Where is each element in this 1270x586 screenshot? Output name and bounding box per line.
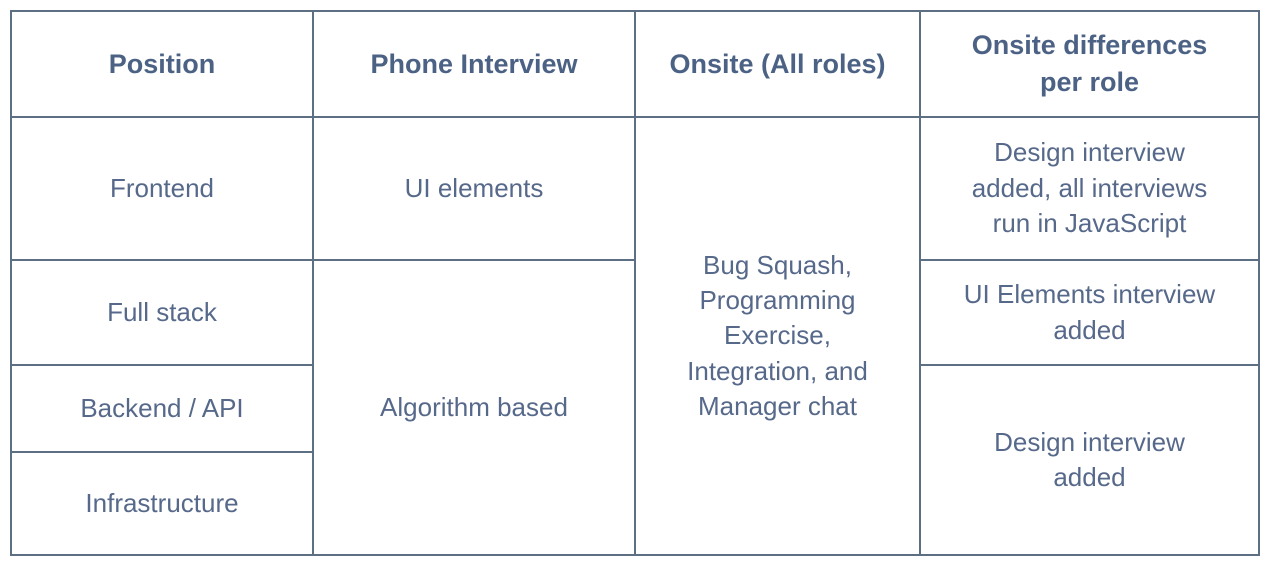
row-backend-api: Backend / API Design interview added (10, 364, 1260, 556)
interview-comparison-table: Position Phone Interview Onsite (All rol… (10, 10, 1260, 556)
cell-phone-ui-elements: UI elements (312, 116, 636, 261)
header-onsite-differences-per-role: Onsite differences per role (919, 10, 1260, 118)
row-frontend: Frontend UI elements Bug Squash, Program… (10, 116, 1260, 556)
header-row: Position Phone Interview Onsite (All rol… (10, 10, 1260, 118)
cell-position-full-stack: Full stack (10, 259, 314, 366)
cell-position-infrastructure: Infrastructure (10, 451, 314, 556)
interview-comparison-table-container: Position Phone Interview Onsite (All rol… (10, 10, 1260, 556)
header-position: Position (10, 10, 314, 118)
cell-diff-full-stack: UI Elements interview added (919, 259, 1260, 366)
cell-diff-design-added-merged: Design interview added (919, 364, 1260, 556)
cell-position-frontend: Frontend (10, 116, 314, 261)
cell-onsite-all-roles-merged: Bug Squash, Programming Exercise, Integr… (634, 116, 921, 556)
header-onsite-all-roles: Onsite (All roles) (634, 10, 921, 118)
row-infrastructure: Infrastructure (10, 451, 1259, 556)
cell-phone-algorithm-based-merged: Algorithm based (312, 259, 636, 556)
cell-diff-frontend: Design interview added, all interviews r… (919, 116, 1260, 261)
row-full-stack: Full stack Algorithm based UI Elements i… (10, 259, 1260, 556)
cell-position-backend-api: Backend / API (10, 364, 314, 453)
header-phone-interview: Phone Interview (312, 10, 636, 118)
